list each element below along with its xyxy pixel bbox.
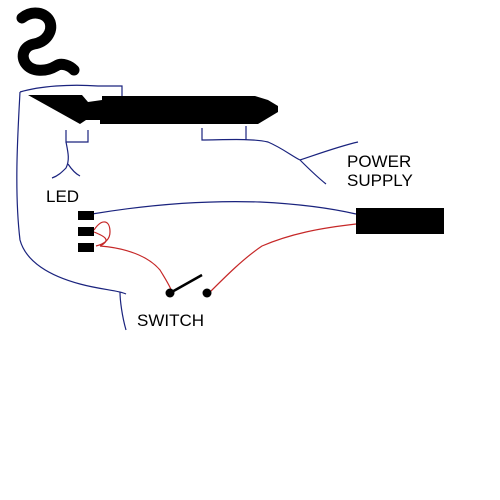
switch-label: SWITCH (137, 311, 205, 330)
led-pins (78, 211, 94, 252)
power-supply-plug (356, 208, 444, 234)
switch-symbol (165, 273, 212, 298)
hot-tool-body (28, 95, 278, 124)
blue-wires (16, 84, 359, 331)
scribble-mark (16, 7, 80, 76)
red-wires (93, 221, 357, 295)
power-supply-label: POWER SUPPLY (347, 152, 413, 190)
led-label: LED (46, 187, 80, 206)
